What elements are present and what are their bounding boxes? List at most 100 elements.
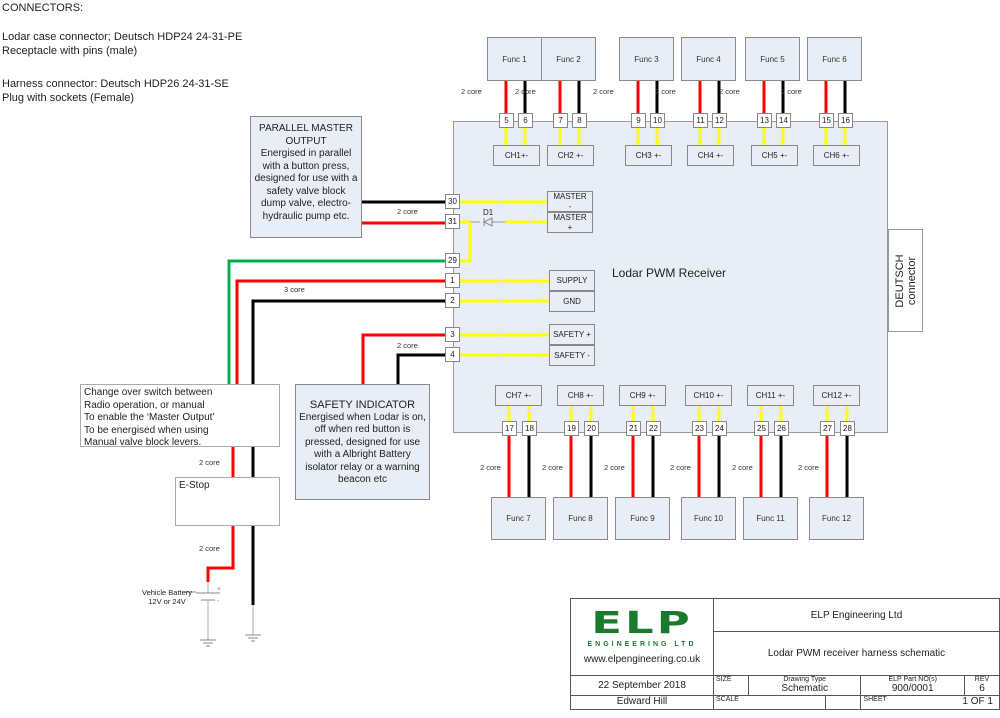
pin-31: 31 (445, 214, 460, 229)
note-line: Radio operation, or manual (84, 399, 205, 411)
signal-safety-minus: SAFETY - (549, 345, 595, 366)
pin-positive: 19 (564, 421, 579, 436)
channel-box: CH6 +- (813, 145, 860, 166)
note-line: hydraulic pump etc. (262, 210, 350, 222)
note-line: To enable the ‘Master Output’ (84, 412, 215, 423)
note-line: SAFETY INDICATOR (309, 399, 416, 411)
sheet-label: SHEET (863, 696, 887, 703)
note-line: To be energised when using (84, 424, 209, 436)
scale-label: SCALE (716, 696, 739, 703)
function-box-bottom: Func 10 (681, 497, 736, 540)
drawing-title: Lodar PWM receiver harness schematic (713, 631, 1000, 676)
master-minus-sign: - (568, 201, 572, 211)
case-connector-type: Receptacle with pins (male) (2, 45, 138, 57)
connector-note-harness: Harness connector: Deutsch HDP26 24-31-S… (2, 77, 229, 105)
logo-subtitle: ENGINEERING LTD (587, 641, 697, 648)
estop-box: E-Stop (175, 477, 280, 526)
pin-negative: 10 (650, 113, 665, 128)
pin-negative: 20 (584, 421, 599, 436)
logo-cell: ELP ENGINEERING LTD www.elpengineering.c… (570, 598, 714, 676)
note-line: dump valve, electro- (260, 198, 352, 209)
part-no-value: 900/0001 (891, 683, 934, 694)
sheet-cell: SHEET 1 OF 1 (860, 695, 1000, 710)
note-line: off when red button is (314, 424, 411, 435)
battery-plus-sign: + (217, 586, 222, 593)
harness-connector-text: Harness connector: Deutsch HDP26 24-31-S… (2, 78, 229, 90)
channel-box: CH9 +- (619, 385, 666, 406)
connector-note-case: Lodar case connector; Deutsch HDP24 24-3… (2, 30, 242, 58)
rev-cell: REV 6 (964, 675, 1000, 696)
pin-30: 30 (445, 194, 460, 209)
note-line: isolator relay or a warning (305, 461, 420, 473)
channel-box: CH12 +- (813, 385, 860, 406)
receiver-label: Lodar PWM Receiver (612, 266, 727, 280)
signal-gnd: GND (549, 291, 595, 312)
supply-wire (235, 279, 445, 408)
drawing-type-value: Schematic (781, 683, 829, 694)
channel-box: CH10 +- (685, 385, 732, 406)
master-plus-label: MASTER (553, 212, 587, 222)
safety-cable-label: 2 core (397, 341, 418, 350)
pin-negative: 12 (712, 113, 727, 128)
deutsch-connector: DEUTSCH connector (888, 229, 923, 332)
safety-negative-wire (396, 353, 445, 384)
pin-negative: 24 (712, 421, 727, 436)
battery-cable-label: 2 core (199, 544, 220, 553)
function-box-bottom: Func 7 (491, 497, 546, 540)
pin-positive: 9 (631, 113, 646, 128)
battery-minus-sign: - (217, 598, 220, 605)
pin-negative: 14 (776, 113, 791, 128)
note-line: with a Albright Battery (314, 449, 411, 460)
function-box-top: Func 3 (619, 37, 674, 81)
diode-icon (482, 217, 493, 227)
estop-label: E-Stop (179, 480, 210, 491)
drawing-type-cell: Drawing Type Schematic (747, 675, 862, 696)
pin-negative: 18 (522, 421, 537, 436)
pin-4: 4 (445, 347, 460, 362)
rev-label: REV (974, 676, 990, 683)
switch-cable-label: 2 core (199, 458, 220, 467)
pin-negative: 6 (518, 113, 533, 128)
elp-logo: ELP (591, 606, 693, 641)
signal-safety-plus: SAFETY + (549, 324, 595, 345)
cable-label: 2 core (732, 463, 753, 472)
channel-box: CH11 +- (747, 385, 794, 406)
master-cable-label: 2 core (397, 207, 418, 216)
battery-voltage: 12V or 24V (148, 597, 186, 606)
cable-label: 2 core (781, 87, 802, 96)
signal-master-plus: MASTER+ (547, 212, 593, 233)
channel-box: CH8 +- (557, 385, 604, 406)
drawing-date: 22 September 2018 (570, 675, 714, 696)
sheet-value: 1 OF 1 (962, 696, 993, 707)
note-line: designed for use with a (254, 173, 358, 184)
signal-master-minus: MASTER- (547, 191, 593, 212)
pin-positive: 21 (626, 421, 641, 436)
harness-connector-type: Plug with sockets (Female) (2, 92, 135, 104)
drawing-type-label: Drawing Type (783, 676, 827, 683)
pin-negative: 28 (840, 421, 855, 436)
size-label: SIZE (716, 676, 732, 683)
function-box-bottom: Func 12 (809, 497, 864, 540)
master-enable-wire (227, 259, 445, 408)
part-no-cell: ELP Part NO(s) 900/0001 (860, 675, 965, 696)
scale-cell: SCALE (712, 695, 827, 710)
pin-negative: 22 (646, 421, 661, 436)
pin-2: 2 (445, 293, 460, 308)
note-line: with a button press, (262, 160, 350, 172)
function-box-top: Func 6 (807, 37, 862, 81)
pin-positive: 15 (819, 113, 834, 128)
drawing-author: Edward Hill (570, 695, 714, 710)
pin-negative: 16 (838, 113, 853, 128)
signal-supply: SUPPLY (549, 270, 595, 291)
diode-label: D1 (483, 208, 494, 217)
pin-29: 29 (445, 253, 460, 268)
channel-box: CH5 +- (751, 145, 798, 166)
function-box-top: Func 2 (541, 37, 596, 81)
function-box-bottom: Func 9 (615, 497, 670, 540)
function-box-bottom: Func 8 (553, 497, 608, 540)
note-line: Change over switch between (84, 387, 213, 398)
pin-positive: 13 (757, 113, 772, 128)
function-box-top: Func 4 (681, 37, 736, 81)
